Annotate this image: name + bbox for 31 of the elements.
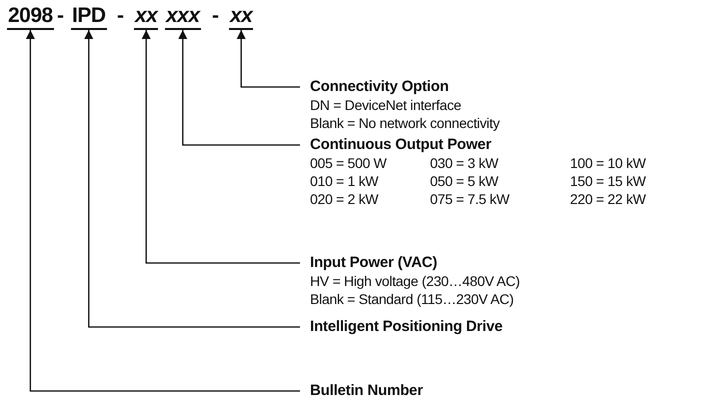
code-description: HV = High voltage (230…480V AC) <box>310 272 520 290</box>
field-heading: Bulletin Number <box>310 382 423 400</box>
arrow <box>142 30 300 264</box>
code-value: 100 = 10 kW <box>570 154 646 172</box>
code-value: 020 = 2 kW <box>310 190 380 208</box>
code-description: Blank = Standard (115…230V AC) <box>310 290 515 308</box>
code-value: 050 = 5 kW <box>430 172 500 190</box>
arrow <box>26 30 300 392</box>
field-heading: Connectivity Option <box>310 78 450 96</box>
code-segment: IPD <box>71 4 107 30</box>
code-value: 150 = 15 kW <box>570 172 646 190</box>
arrow <box>178 30 300 146</box>
separator-dash: - <box>117 4 124 28</box>
separator-dash: - <box>212 4 219 28</box>
code-value: 030 = 3 kW <box>430 154 500 172</box>
code-value: 220 = 22 kW <box>570 190 646 208</box>
code-description: DN = DeviceNet interface <box>310 96 462 114</box>
code-segment: xxx <box>165 4 201 30</box>
arrow <box>236 30 300 88</box>
field-heading: Intelligent Positioning Drive <box>310 318 503 336</box>
code-segment: xx <box>134 4 158 30</box>
separator-dash: - <box>57 4 64 28</box>
code-segment: xx <box>229 4 254 30</box>
code-segment: 2098 <box>7 4 54 30</box>
arrow <box>84 30 300 328</box>
code-value: 005 = 500 W <box>310 154 388 172</box>
field-heading: Continuous Output Power <box>310 136 492 154</box>
field-heading: Input Power (VAC) <box>310 254 438 272</box>
code-value: 075 = 7.5 kW <box>430 190 510 208</box>
code-value: 010 = 1 kW <box>310 172 380 190</box>
code-description: Blank = No network connectivity <box>310 114 500 132</box>
